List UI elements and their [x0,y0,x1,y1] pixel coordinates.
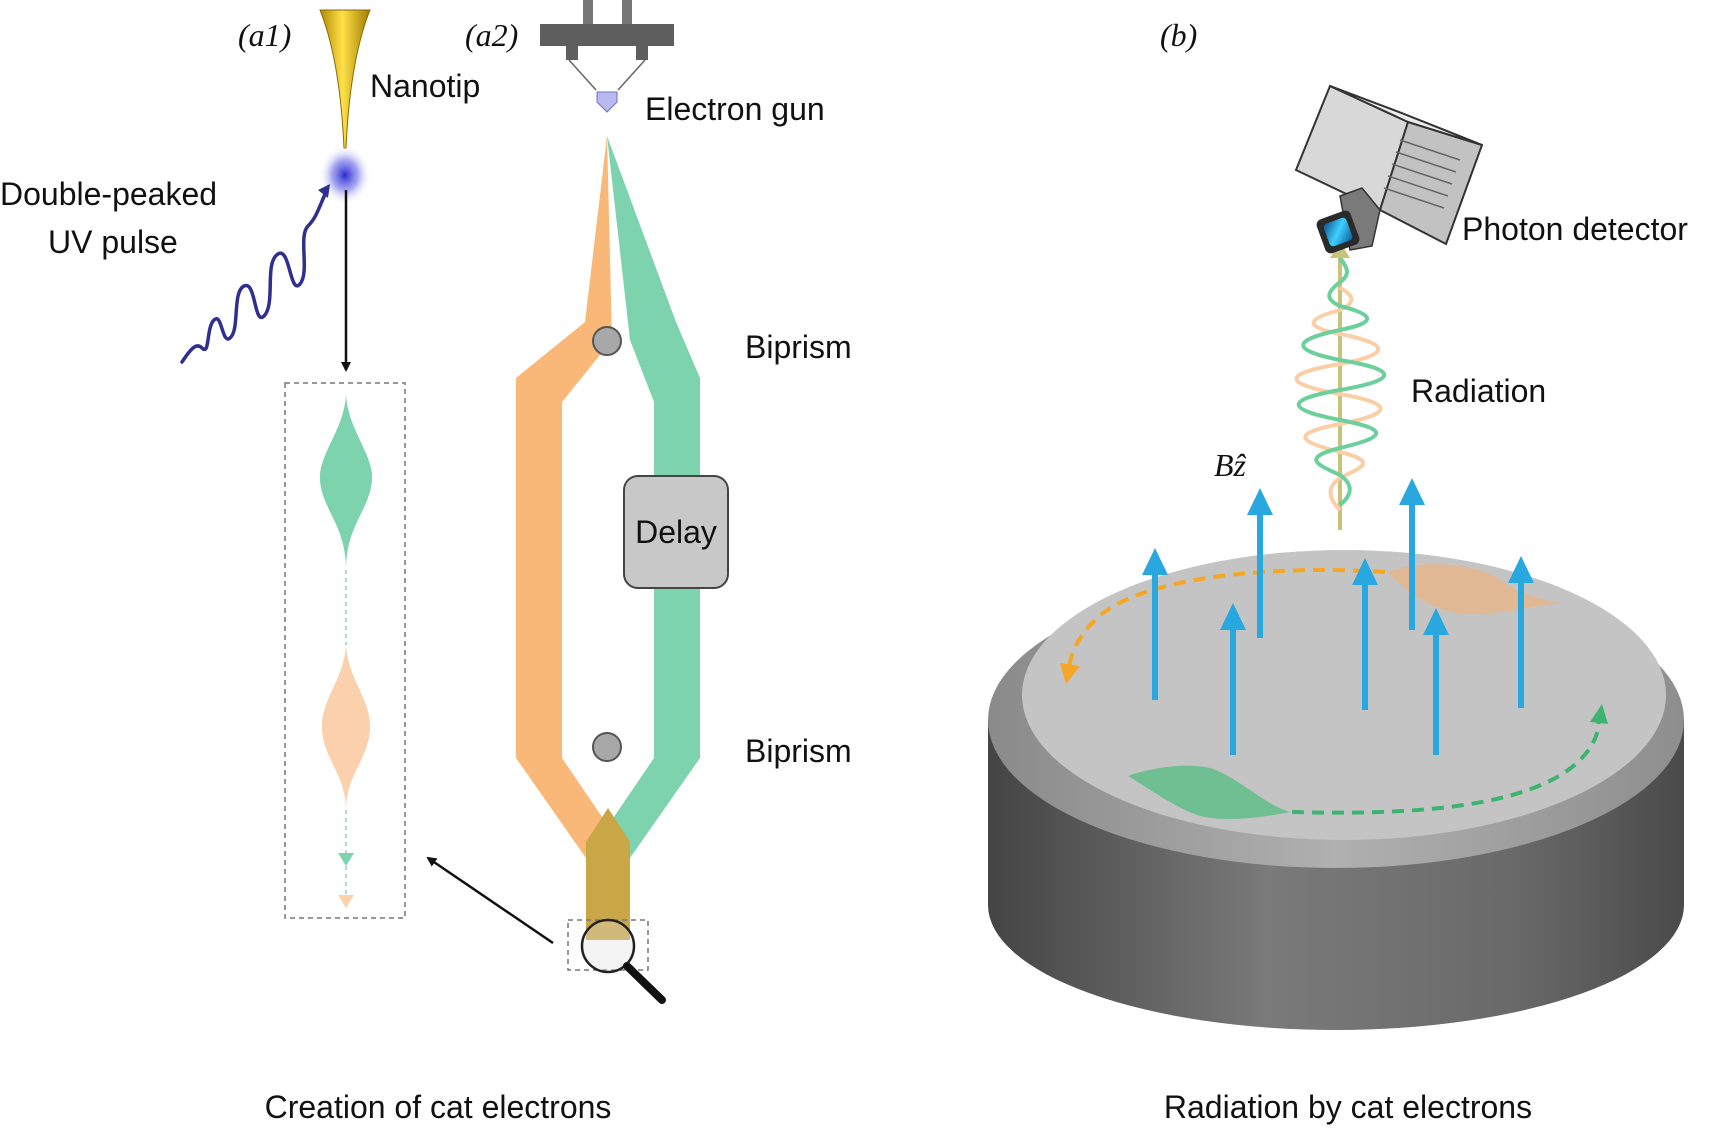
field-arrow [1423,608,1449,755]
disc-top-surface [1022,550,1666,840]
nanotip-label: Nanotip [370,68,480,104]
biprism-bottom-icon [592,732,622,762]
caption-right: Radiation by cat electrons [1164,1089,1532,1125]
field-arrow [1399,478,1425,630]
delay-box [623,475,729,589]
field-arrow [1508,556,1534,708]
panel-a2-tag: (a2) [465,17,518,53]
radiation-label: Radiation [1411,373,1546,409]
uv-pulse-wave [180,190,328,364]
uv-pulse-label-2: UV pulse [48,224,178,260]
field-arrows [1142,478,1534,755]
electron-gun-tip-icon [596,91,618,113]
field-arrow [1352,558,1378,710]
panel-b-tag: (b) [1160,17,1197,53]
electron-gun-label: Electron gun [645,91,825,127]
radiation-wave-green [1296,256,1387,507]
gun-pin-right [622,0,632,26]
magnifier-handle [623,962,666,1004]
field-arrow [1220,603,1246,755]
delay-label: Delay [635,514,717,550]
orange-wave-packet [321,645,371,810]
orange-beam-path [516,136,630,858]
magnifier-lens-icon [580,918,636,974]
gun-wires [568,59,646,91]
orange-small-arrowhead [338,895,354,908]
panel-a2: (a2) Electron gun Biprism Biprism Delay [465,0,852,1004]
nanotip-icon [319,9,371,149]
green-orbit-path [1291,717,1601,815]
field-arrow [1142,548,1168,700]
magnifier-link-arrow [426,856,554,945]
caption-left: Creation of cat electrons [265,1089,612,1125]
green-wave-packet [319,395,373,570]
photon-detector-label: Photon detector [1462,211,1688,247]
gun-base-stub-l [566,46,578,60]
biprism-bottom-label: Biprism [745,733,852,769]
emission-glow [319,145,371,205]
panel-a1-tag: (a1) [238,17,291,53]
radiation-wave-orange [1294,286,1383,512]
green-packet-on-disc [1128,765,1290,819]
orange-orbit-arrowhead [1060,663,1080,684]
uv-pulse-label-1: Double-peaked [0,176,217,212]
inset-box [284,382,406,919]
green-beam-path [586,136,700,858]
overlap-beam-body [586,842,630,927]
orange-orbit-path [1067,568,1386,673]
green-small-arrowhead [338,853,354,866]
biprism-top-icon [592,326,622,356]
green-orbit-arrowhead [1590,704,1608,724]
gun-base-stub-r [636,46,648,60]
photon-detector-icon [1294,84,1484,254]
field-arrow [1247,488,1273,638]
gun-pin-left [583,0,593,26]
panel-b: (b) Bẑ Radiation [988,17,1688,1030]
orange-packet-on-disc [1388,564,1560,615]
field-label: Bẑ [1214,447,1247,483]
electron-gun-body [540,24,674,46]
biprism-top-label: Biprism [745,329,852,365]
uv-arrowhead [318,184,330,198]
panel-a1: (a1) Nanotip Double-peaked UV pulse [0,9,554,945]
